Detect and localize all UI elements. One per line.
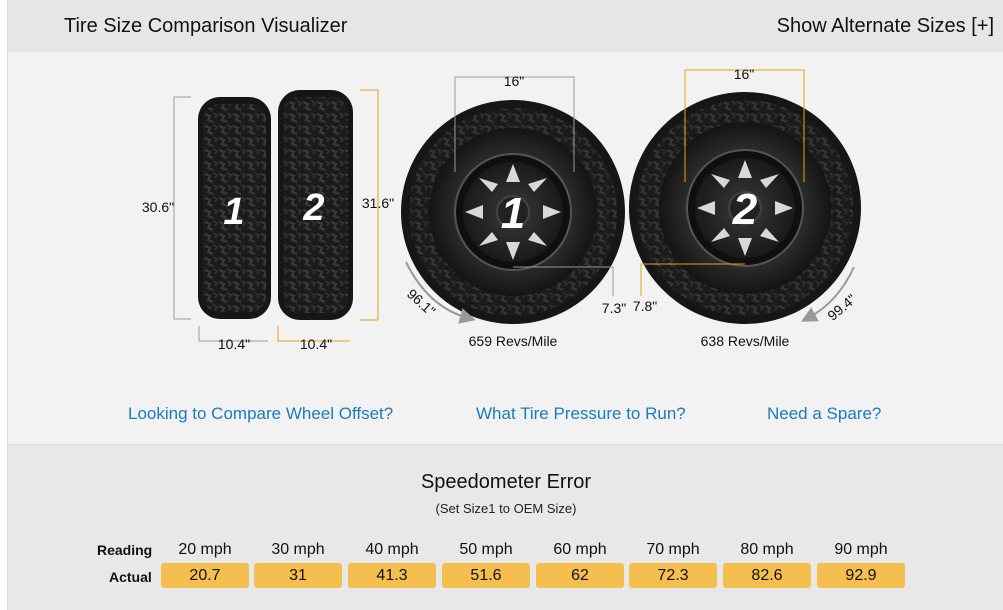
visualizer-frame: Tire Size Comparison Visualizer Show Alt… (7, 0, 1003, 610)
page-title: Tire Size Comparison Visualizer (64, 15, 348, 37)
reading-cell: 20 mph (178, 541, 232, 558)
actual-cell: 82.6 (723, 563, 811, 588)
speedometer-subtitle: (Set Size1 to OEM Size) (435, 501, 577, 516)
tire-1-dimensions (173, 96, 268, 342)
tire-pressure-link[interactable]: What Tire Pressure to Run? (476, 404, 686, 423)
actual-cell: 41.3 (348, 563, 436, 588)
tire-2-revs-label: 638 Revs/Mile (701, 333, 790, 349)
actual-cell: 92.9 (817, 563, 905, 588)
reading-cell: 80 mph (740, 541, 794, 558)
tire-1-width-label: 10.4" (218, 336, 250, 352)
speedometer-title: Speedometer Error (420, 471, 592, 493)
tire-1-sidewall-label: 7.3" (602, 300, 626, 316)
reading-row-label: Reading (97, 542, 153, 558)
show-alternate-sizes-toggle[interactable]: Show Alternate Sizes [+] (776, 15, 994, 37)
actual-cell: 62 (536, 563, 624, 588)
tire-1-wheel-size-label: 16" (504, 73, 525, 89)
tire-2-wheel-size-label: 16" (734, 66, 755, 82)
actual-row-label: Actual (109, 569, 152, 585)
tire-2-width-label: 10.4" (300, 336, 332, 352)
need-a-spare-link[interactable]: Need a Spare? (767, 404, 882, 423)
help-links: Looking to Compare Wheel Offset? What Ti… (8, 404, 1003, 428)
tire-2-circumference-label: 99.4" (824, 291, 859, 324)
tire-1-tread-number: 1 (223, 191, 244, 233)
tire-1-diameter-label: 30.6" (142, 199, 174, 215)
tire-1-tread-view: 1 (198, 97, 271, 319)
tire-2-side-view: 2 (629, 92, 861, 324)
tire-visual-svg: 1 2 30.6" 10.4" 31.6" 10.4" (142, 66, 861, 352)
reading-cell: 50 mph (459, 541, 513, 558)
tire-visual-area: 1 2 30.6" 10.4" 31.6" 10.4" (8, 52, 1003, 444)
tire-2-dimensions (277, 89, 379, 342)
compare-wheel-offset-link[interactable]: Looking to Compare Wheel Offset? (128, 404, 394, 423)
tire-2-side-number: 2 (732, 185, 758, 234)
actual-cell: 20.7 (161, 563, 249, 588)
reading-cell: 70 mph (646, 541, 700, 558)
tire-1-revs-label: 659 Revs/Mile (469, 333, 558, 349)
tire-2-tread-view: 2 (278, 90, 353, 320)
tire-2-sidewall-label: 7.8" (633, 298, 657, 314)
tire-2-diameter-label: 31.6" (362, 195, 394, 211)
tire-1-side-number: 1 (501, 189, 525, 238)
tire-1-side-dimensions (405, 76, 614, 324)
reading-cell: 60 mph (553, 541, 607, 558)
speedometer-error-panel: Speedometer Error (Set Size1 to OEM Size… (8, 444, 1003, 610)
header-bar: Tire Size Comparison Visualizer Show Alt… (8, 0, 1003, 52)
reading-cell: 40 mph (365, 541, 419, 558)
tire-2-tread-number: 2 (302, 187, 324, 229)
reading-cell: 30 mph (271, 541, 325, 558)
tire-2-side-dimensions (640, 69, 855, 322)
actual-cell: 72.3 (629, 563, 717, 588)
tire-1-side-view: 1 (401, 100, 625, 324)
actual-cell: 51.6 (442, 563, 530, 588)
reading-cell: 90 mph (834, 541, 888, 558)
actual-cell: 31 (254, 563, 342, 588)
